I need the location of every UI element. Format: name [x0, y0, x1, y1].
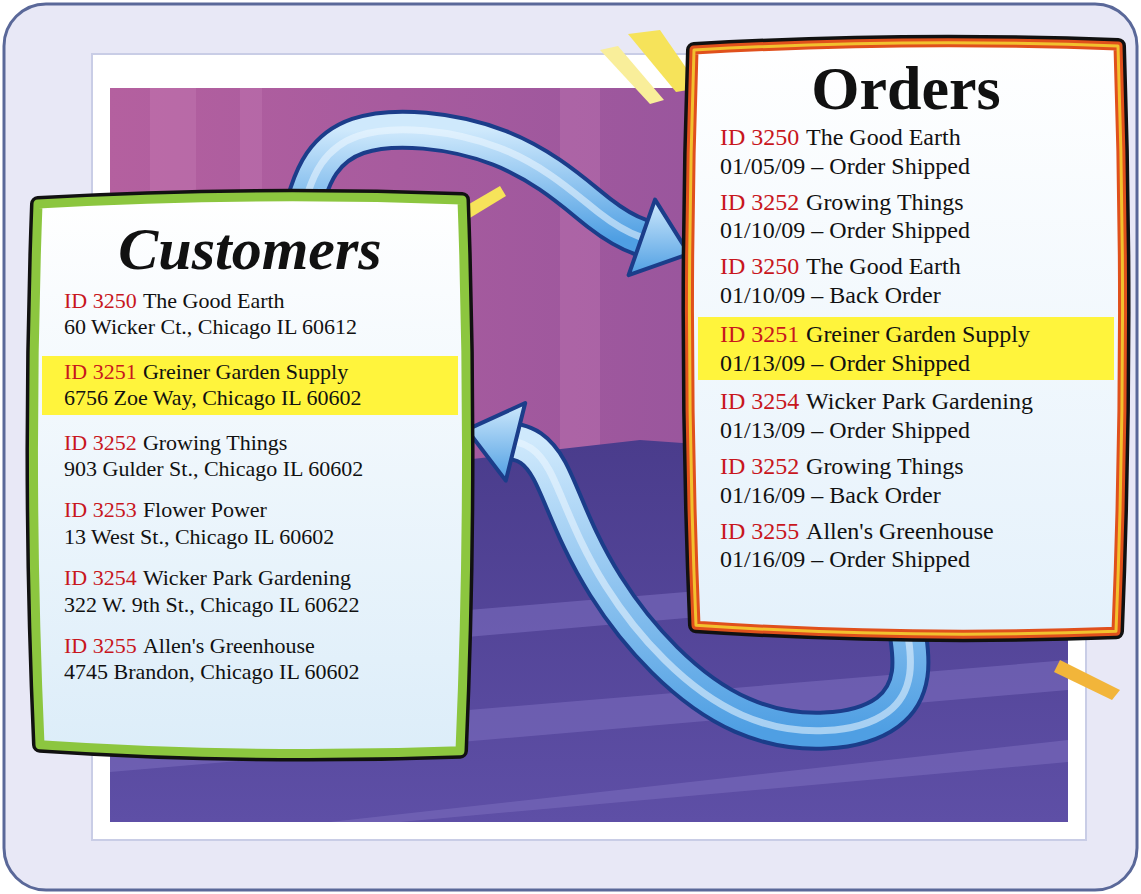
sheet-title: Customers: [64, 216, 436, 282]
record-line: ID 3252Growing Things: [64, 430, 436, 456]
spark: [1054, 660, 1120, 700]
business-name: Wicker Park Gardening: [806, 388, 1033, 414]
record-line: ID 3250 The Good Earth: [720, 123, 1092, 152]
record-line: ID 3252 Growing Things: [720, 188, 1092, 217]
record-id: ID 3254: [64, 565, 137, 590]
business-name: Growing Things: [806, 453, 964, 479]
record-detail: 01/10/09 – Back Order: [720, 282, 941, 308]
record: ID 3250 The Good Earth 01/10/09 – Back Ord…: [720, 252, 1092, 310]
business-name: Allen's Greenhouse: [806, 518, 994, 544]
record-detail: 60 Wicker Ct., Chicago IL 60612: [64, 314, 357, 339]
record-id: ID 3250: [720, 124, 799, 150]
record: ID 3252Growing Things903 Gulder St., Chi…: [64, 430, 436, 483]
record-line: ID 3250The Good Earth: [64, 288, 436, 314]
record-line: 01/13/09 – Order Shipped: [720, 416, 1092, 445]
record-line: ID 3252 Growing Things: [720, 452, 1092, 481]
record-id: ID 3251: [64, 359, 137, 384]
record-detail: 01/05/09 – Order Shipped: [720, 153, 970, 179]
record-id: ID 3255: [64, 633, 137, 658]
record-line: 903 Gulder St., Chicago IL 60602: [64, 456, 436, 482]
record-line: ID 3255 Allen's Greenhouse: [720, 517, 1092, 546]
record: ID 3251Greiner Garden Supply6756 Zoe Way…: [64, 359, 436, 412]
record-line: ID 3251 Greiner Garden Supply: [720, 320, 1092, 349]
sheet-trim: [689, 43, 1122, 634]
record-line: 4745 Brandon, Chicago IL 60602: [64, 659, 436, 685]
business-name: The Good Earth: [143, 288, 285, 313]
record-detail: 903 Gulder St., Chicago IL 60602: [64, 456, 363, 481]
record-line: 01/16/09 – Back Order: [720, 481, 1092, 510]
record: ID 3254Wicker Park Gardening322 W. 9th S…: [64, 565, 436, 618]
record-line: 322 W. 9th St., Chicago IL 60622: [64, 592, 436, 618]
record-detail: 01/16/09 – Back Order: [720, 482, 941, 508]
business-name: The Good Earth: [806, 124, 961, 150]
arrow-head: [467, 403, 525, 481]
record-id: ID 3250: [720, 253, 799, 279]
arrow-head: [629, 200, 689, 276]
record-id: ID 3250: [64, 288, 137, 313]
record-detail: 13 West St., Chicago IL 60602: [64, 524, 334, 549]
business-name: Wicker Park Gardening: [143, 565, 351, 590]
record: ID 3252 Growing Things01/10/09 – Order Sh…: [720, 188, 1092, 246]
record-detail: 01/16/09 – Order Shipped: [720, 546, 970, 572]
business-name: Growing Things: [806, 189, 964, 215]
record: ID 3255Allen's Greenhouse4745 Brandon, C…: [64, 633, 436, 686]
business-name: Growing Things: [143, 430, 287, 455]
record-detail: 01/13/09 – Order Shipped: [720, 350, 970, 376]
record-detail: 6756 Zoe Way, Chicago IL 60602: [64, 385, 361, 410]
sheet-paper: [689, 43, 1122, 634]
record-detail: 01/13/09 – Order Shipped: [720, 417, 970, 443]
orders-sheet: OrdersID 3250The Good Earth01/05/09 – Or…: [686, 36, 1126, 641]
business-name: Allen's Greenhouse: [143, 633, 315, 658]
record-id: ID 3253: [64, 497, 137, 522]
business-name: The Good Earth: [806, 253, 961, 279]
record-id: ID 3252: [720, 189, 799, 215]
record-line: 01/10/09 – Order Shipped: [720, 216, 1092, 245]
record-line: 60 Wicker Ct., Chicago IL 60612: [64, 314, 436, 340]
outer-frame: [4, 4, 1137, 890]
sheet-title: Orders: [720, 56, 1092, 121]
record-id: ID 3252: [720, 453, 799, 479]
sheet-border: [689, 43, 1122, 634]
record-line: ID 3251Greiner Garden Supply: [64, 359, 436, 385]
record-line: ID 3254Wicker Park Gardening: [64, 565, 436, 591]
record-id: ID 3254: [720, 388, 799, 414]
record-line: ID 3254 Wicker Park Gardening: [720, 387, 1092, 416]
wall-panel: [560, 88, 600, 458]
record-detail: 01/10/09 – Order Shipped: [720, 217, 970, 243]
business-name: Flower Power: [143, 497, 267, 522]
customers-sheet: Customers ID 3250The Good Earth60 Wicker …: [30, 190, 470, 761]
business-name: Greiner Garden Supply: [143, 359, 348, 384]
record-line: 01/10/09 – Back Order: [720, 281, 1092, 310]
record: ID 3250 The Good Earth 01/05/09 – Order Sh…: [720, 123, 1092, 181]
record: ID 3255 Allen's Greenhouse01/16/09 – Orde…: [720, 517, 1092, 575]
record-line: 01/13/09 – Order Shipped: [720, 349, 1092, 378]
record-detail: 322 W. 9th St., Chicago IL 60622: [64, 592, 360, 617]
record-line: ID 3253Flower Power: [64, 497, 436, 523]
record: ID 3254 Wicker Park Gardening 01/13/09 – O…: [720, 387, 1092, 445]
sheet-border: [33, 197, 466, 754]
record-id: ID 3255: [720, 518, 799, 544]
record-id: ID 3252: [64, 430, 137, 455]
record-line: ID 3255Allen's Greenhouse: [64, 633, 436, 659]
record-line: 01/16/09 – Order Shipped: [720, 545, 1092, 574]
record-detail: 4745 Brandon, Chicago IL 60602: [64, 659, 360, 684]
business-name: Greiner Garden Supply: [806, 321, 1030, 347]
record-line: ID 3250 The Good Earth: [720, 252, 1092, 281]
record: ID 3253Flower Power13 West St., Chicago …: [64, 497, 436, 550]
record: ID 3251 Greiner Garden Supply 01/13/09 – O…: [720, 320, 1092, 378]
record-id: ID 3251: [720, 321, 799, 347]
record-line: 6756 Zoe Way, Chicago IL 60602: [64, 385, 436, 411]
highlighted-record: ID 3251 Greiner Garden Supply 01/13/09 – O…: [698, 317, 1114, 381]
highlighted-record: ID 3251Greiner Garden Supply6756 Zoe Way…: [42, 356, 458, 415]
record-line: 13 West St., Chicago IL 60602: [64, 524, 436, 550]
record-line: 01/05/09 – Order Shipped: [720, 152, 1092, 181]
sheet-paper: [33, 197, 466, 754]
record: ID 3250The Good Earth60 Wicker Ct., Chic…: [64, 288, 436, 341]
spark: [600, 46, 664, 104]
record: ID 3252 Growing Things 01/16/09 – Back Ord…: [720, 452, 1092, 510]
